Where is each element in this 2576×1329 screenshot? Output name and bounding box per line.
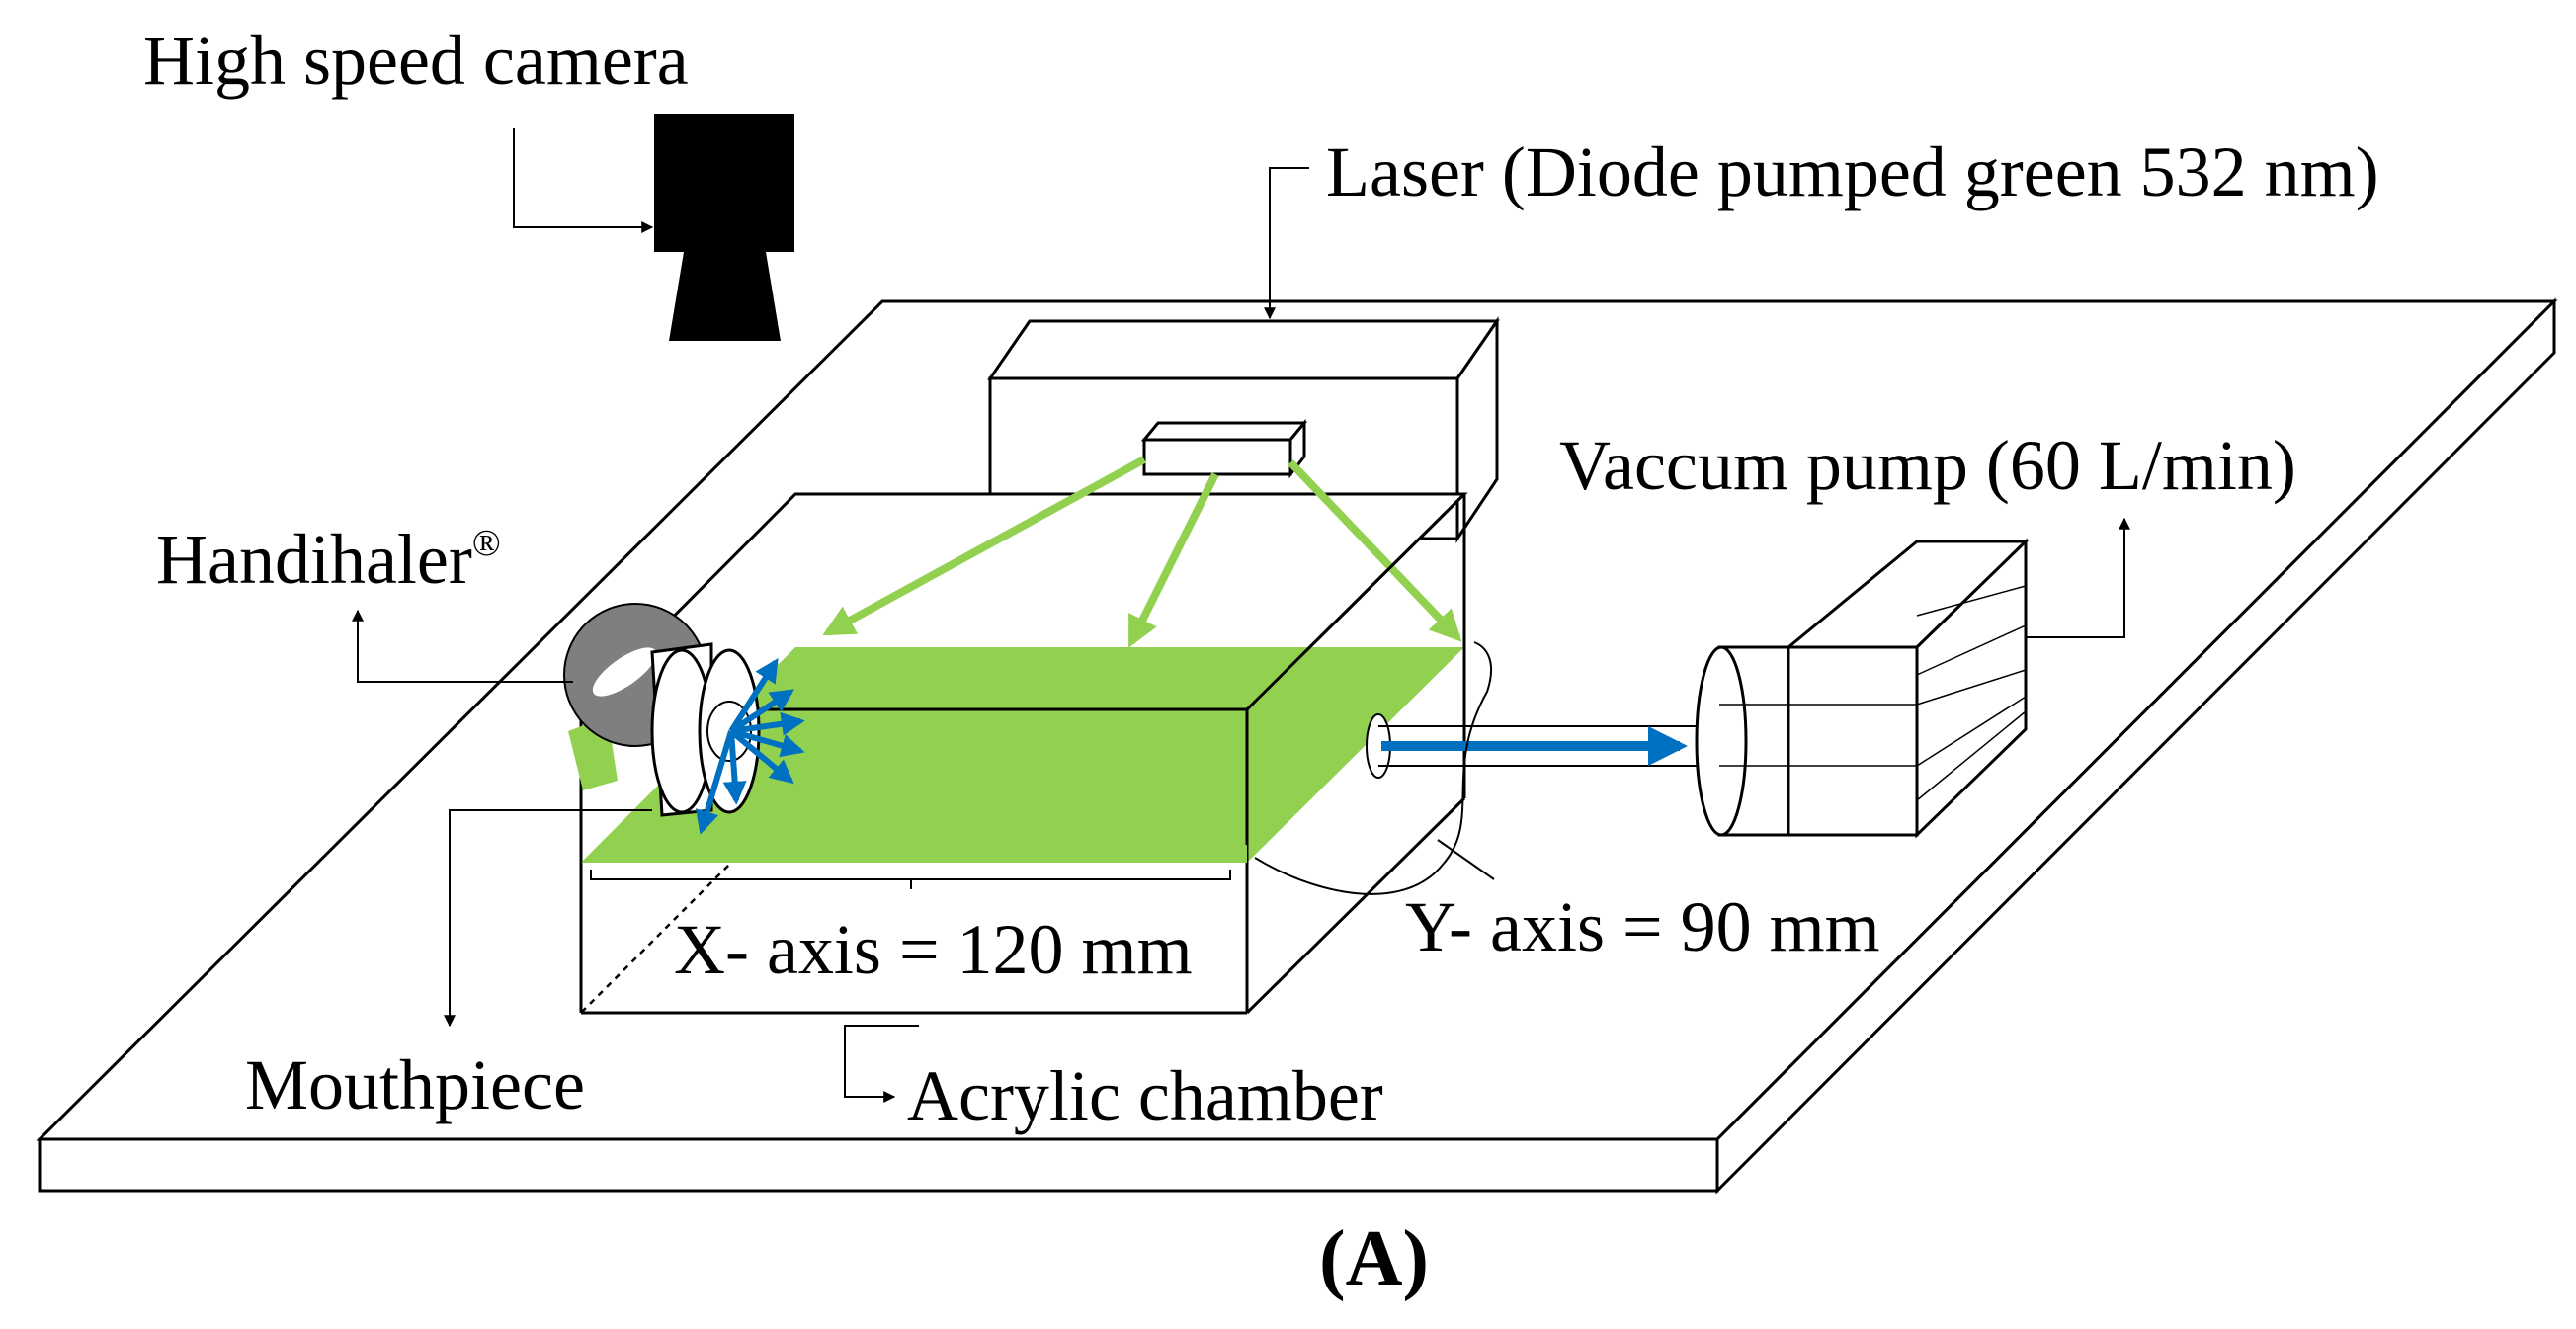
pump-label: Vaccum pump (60 L/min)	[1559, 426, 2296, 505]
mouthpiece-label: Mouthpiece	[245, 1045, 585, 1124]
inhaler-leader	[352, 609, 573, 683]
laser-label: Laser (Diode pumped green 532 nm)	[1326, 132, 2379, 211]
chamber-label: Acrylic chamber	[907, 1056, 1383, 1135]
spray-arrows	[696, 657, 805, 835]
platform-side-edge	[1715, 297, 2556, 1195]
camera-label: High speed camera	[143, 21, 689, 100]
panel-label: (A)	[1319, 1215, 1429, 1302]
laser-leader	[1264, 167, 1309, 320]
pump-leader	[2026, 517, 2130, 638]
camera-leader	[513, 128, 654, 233]
vacuum-pump-icon	[1695, 538, 2030, 839]
x-axis-label: X- axis = 120 mm	[674, 910, 1193, 989]
inhaler-label: Handihaler®	[156, 520, 501, 599]
y-axis-bracket	[1254, 641, 1493, 895]
platform-front-edge	[38, 1137, 1719, 1193]
outlet-tube	[1366, 713, 1704, 779]
inhaler-label-text: Handihaler	[156, 520, 472, 599]
mouthpiece-leader	[444, 809, 652, 1028]
laser-emitter	[1142, 438, 1292, 476]
chamber-leader	[844, 1025, 919, 1103]
y-axis-bracket-tick	[1437, 839, 1495, 880]
laser-sheet-front	[581, 845, 1247, 863]
camera-icon	[654, 114, 794, 341]
laser-beams	[822, 456, 1462, 648]
leader-lines	[352, 128, 2130, 1103]
laser-sheet	[581, 647, 1464, 863]
y-axis-label: Y- axis = 90 mm	[1405, 887, 1880, 966]
inhaler-registered-mark: ®	[472, 523, 501, 564]
